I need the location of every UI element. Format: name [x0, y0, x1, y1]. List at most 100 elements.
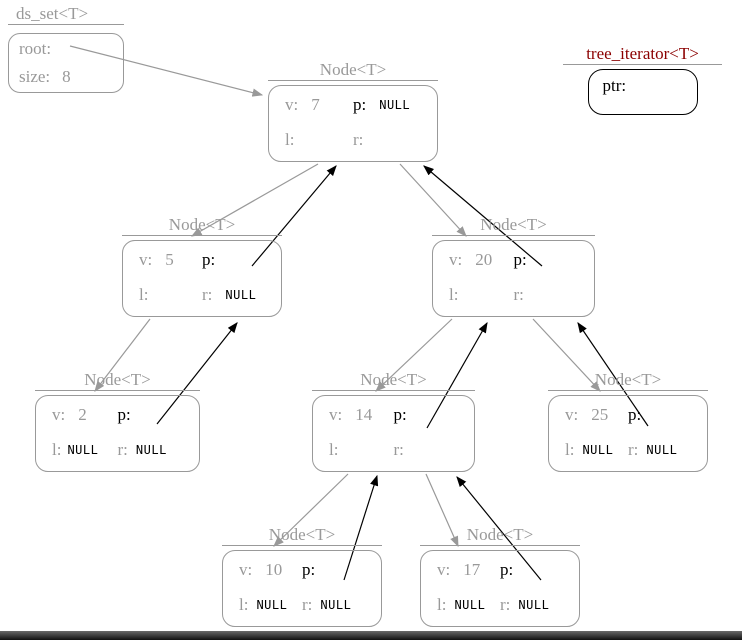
- ptr-field-label: ptr:: [602, 76, 627, 95]
- l-field: l: NULL: [437, 595, 500, 615]
- node-type-label: Node<T>: [420, 525, 580, 546]
- v-field: v: 2: [52, 405, 118, 425]
- r-field: r:: [394, 440, 459, 460]
- left-field-label: l:: [52, 440, 62, 459]
- right-field-label: r:: [393, 440, 404, 459]
- v-field: v: 7: [285, 95, 353, 115]
- node-value: 10: [265, 560, 283, 579]
- value-field-label: v:: [239, 560, 253, 579]
- node-box: v: 14 p: l: r:: [312, 395, 475, 472]
- left-pointer-value: NULL: [582, 443, 614, 457]
- right-field-label: r:: [628, 440, 639, 459]
- node-box: v: 7 p: NULL l: r:: [268, 85, 438, 162]
- v-field: v: 17: [437, 560, 500, 580]
- node-type-label: Node<T>: [268, 60, 438, 81]
- p-field: p:: [302, 560, 365, 580]
- node-type-label: Node<T>: [35, 370, 200, 391]
- node-type-label: Node<T>: [548, 370, 708, 391]
- p-field: p:: [500, 560, 563, 580]
- parent-field-label: p:: [500, 560, 514, 579]
- l-field: l: NULL: [239, 595, 302, 615]
- right-field-label: r:: [500, 595, 511, 614]
- node-value: 2: [78, 405, 87, 424]
- l-field: l:: [139, 285, 202, 305]
- node-box: v: 20 p: l: r:: [432, 240, 595, 317]
- parent-field-label: p:: [302, 560, 316, 579]
- tree-iterator-object: tree_iterator<T> ptr:: [563, 44, 722, 115]
- node-value: 5: [165, 250, 174, 269]
- left-pointer-value: NULL: [454, 598, 486, 612]
- r-field: r: NULL: [202, 285, 265, 305]
- left-field-label: l:: [437, 595, 447, 614]
- node-box: v: 2 p: l: NULL r: NULL: [35, 395, 200, 472]
- node-2: Node<T> v: 2 p: l: NULL r: NUL: [35, 370, 200, 472]
- node-value: 25: [591, 405, 609, 424]
- left-pointer-value: NULL: [256, 598, 288, 612]
- node-10: Node<T> v: 10 p: l: NULL r: NU: [222, 525, 382, 627]
- node-value: 17: [463, 560, 481, 579]
- ds-set-box: root: size: 8: [8, 33, 124, 93]
- l-field: l:: [329, 440, 394, 460]
- node-5: Node<T> v: 5 p: l: r: NULL: [122, 215, 282, 317]
- value-field-label: v:: [437, 560, 451, 579]
- value-field-label: v:: [52, 405, 66, 424]
- left-pointer-value: NULL: [67, 443, 99, 457]
- node-7: Node<T> v: 7 p: NULL l: r:: [268, 60, 438, 162]
- p-field: p: NULL: [353, 95, 421, 115]
- node-type-label: Node<T>: [222, 525, 382, 546]
- right-pointer-value: NULL: [646, 443, 678, 457]
- left-field-label: l:: [239, 595, 249, 614]
- node-type-label: Node<T>: [312, 370, 475, 391]
- parent-field-label: p:: [353, 95, 367, 114]
- p-field: p:: [118, 405, 184, 425]
- left-field-label: l:: [139, 285, 149, 304]
- r-field: r: NULL: [500, 595, 563, 615]
- node-box: v: 10 p: l: NULL r: NULL: [222, 550, 382, 627]
- left-field-label: l:: [565, 440, 575, 459]
- value-field-label: v:: [329, 405, 343, 424]
- node-type-label: Node<T>: [122, 215, 282, 236]
- p-field: p:: [628, 405, 691, 425]
- left-field-label: l:: [449, 285, 459, 304]
- node-value: 14: [355, 405, 373, 424]
- node-20: Node<T> v: 20 p: l: r:: [432, 215, 595, 317]
- size-field-label: size:: [19, 67, 51, 86]
- right-field-label: r:: [202, 285, 213, 304]
- right-field-label: r:: [513, 285, 524, 304]
- v-field: v: 14: [329, 405, 394, 425]
- window-bottom-border: [0, 631, 742, 640]
- right-pointer-value: NULL: [225, 288, 257, 302]
- node-value: 20: [475, 250, 493, 269]
- r-field: r:: [514, 285, 579, 305]
- right-field-label: r:: [117, 440, 128, 459]
- ds-set-title: ds_set<T>: [8, 4, 124, 25]
- node-type-label: Node<T>: [432, 215, 595, 236]
- p-field: p:: [514, 250, 579, 270]
- v-field: v: 10: [239, 560, 302, 580]
- node-box: v: 17 p: l: NULL r: NULL: [420, 550, 580, 627]
- value-field-label: v:: [449, 250, 463, 269]
- left-field-label: l:: [285, 130, 295, 149]
- v-field: v: 5: [139, 250, 202, 270]
- tree-iterator-box: ptr:: [587, 69, 698, 115]
- size-value: 8: [62, 67, 71, 86]
- node-14: Node<T> v: 14 p: l: r:: [312, 370, 475, 472]
- node-17: Node<T> v: 17 p: l: NULL r: NU: [420, 525, 580, 627]
- parent-field-label: p:: [513, 250, 527, 269]
- right-field-label: r:: [302, 595, 313, 614]
- right-pointer-value: NULL: [320, 598, 352, 612]
- v-field: v: 25: [565, 405, 628, 425]
- r-field: r: NULL: [628, 440, 691, 460]
- node-25: Node<T> v: 25 p: l: NULL r: NU: [548, 370, 708, 472]
- right-pointer-value: NULL: [518, 598, 550, 612]
- v-field: v: 20: [449, 250, 514, 270]
- node-box: v: 5 p: l: r: NULL: [122, 240, 282, 317]
- parent-field-label: p:: [117, 405, 131, 424]
- p-field: p:: [394, 405, 459, 425]
- l-field: l: NULL: [52, 440, 118, 460]
- parent-field-label: p:: [393, 405, 407, 424]
- left-field-label: l:: [329, 440, 339, 459]
- l-field: l: NULL: [565, 440, 628, 460]
- tree-iterator-title: tree_iterator<T>: [563, 44, 722, 65]
